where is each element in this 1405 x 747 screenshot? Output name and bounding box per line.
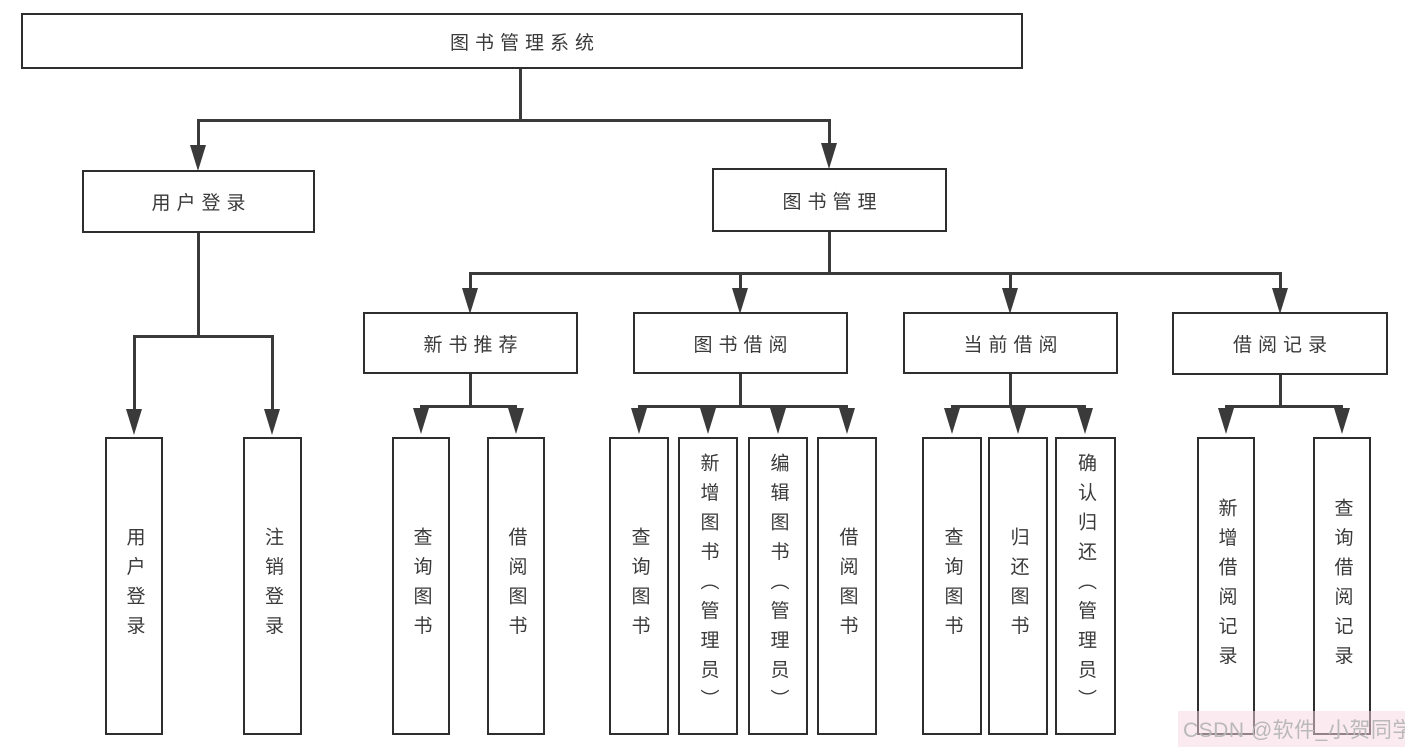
leaf-query-books-current-label: 查询图书 <box>941 527 963 645</box>
arrowhead-g4-3 <box>1077 408 1093 434</box>
arrowhead-g4-1 <box>944 408 960 434</box>
leaf-add-borrow-record: 新增借阅记录 <box>1197 437 1255 735</box>
leaf-logout-label: 注销登录 <box>262 527 283 645</box>
leaf-borrow-books: 借阅图书 <box>817 437 877 735</box>
connector-stem-g3 <box>739 374 742 405</box>
connector-g3-bar <box>638 405 848 408</box>
node-new-book-recommend: 新书推荐 <box>363 312 578 374</box>
node-user-login: 用户登录 <box>82 170 315 233</box>
node-borrowing-records-label: 借阅记录 <box>1232 335 1333 356</box>
connector-stem-user-login <box>197 121 200 146</box>
leaf-query-books-recommend-label: 查询图书 <box>410 527 432 645</box>
leaf-borrow-books-label: 借阅图书 <box>836 527 858 645</box>
arrowhead-book-mgmt <box>821 143 837 169</box>
arrowhead-leaf-login <box>126 409 142 435</box>
leaf-query-borrow-record: 查询借阅记录 <box>1313 437 1371 735</box>
node-current-borrowing-label: 当前借阅 <box>963 334 1064 356</box>
connector-stem-current-borrow <box>1009 274 1012 289</box>
connector-user-login-bar <box>133 335 274 338</box>
leaf-query-books-borrowing-label: 查询图书 <box>628 527 650 645</box>
leaf-return-books: 归还图书 <box>988 437 1048 735</box>
leaf-query-books-recommend: 查询图书 <box>392 437 450 735</box>
leaf-borrow-books-recommend: 借阅图书 <box>487 437 545 735</box>
leaf-user-login-label: 用户登录 <box>123 527 145 645</box>
leaf-add-books-admin: 新增图书（管理员） <box>678 437 738 735</box>
leaf-return-books-label: 归还图书 <box>1007 527 1029 645</box>
arrowhead-book-borrow <box>732 288 748 314</box>
connector-stem-book-borrow <box>739 274 742 289</box>
arrowhead-user-login <box>190 145 206 171</box>
node-current-borrowing: 当前借阅 <box>903 312 1118 374</box>
leaf-query-books-current: 查询图书 <box>922 437 982 735</box>
node-new-book-recommend-label: 新书推荐 <box>423 334 524 356</box>
connector-level3-bar <box>469 272 1282 275</box>
leaf-query-books-borrowing: 查询图书 <box>609 437 669 735</box>
arrowhead-borrow-records <box>1272 288 1288 314</box>
connector-root-stub <box>519 69 522 120</box>
watermark-text: CSDN @软件_小贺同学 <box>1183 719 1405 742</box>
arrowhead-g4-2 <box>1010 408 1026 434</box>
leaf-confirm-return-admin-label: 确认归还（管理员） <box>1075 453 1096 719</box>
connector-level2-bar <box>197 119 831 122</box>
node-user-login-label: 用户登录 <box>151 193 252 214</box>
leaf-add-borrow-record-label: 新增借阅记录 <box>1215 497 1237 675</box>
connector-stem-g2 <box>469 374 472 405</box>
arrowhead-g3-3 <box>770 408 786 434</box>
leaf-edit-books-admin: 编辑图书（管理员） <box>748 437 808 735</box>
leaf-confirm-return-admin: 确认归还（管理员） <box>1055 437 1116 735</box>
connector-stem-g4 <box>1009 374 1012 405</box>
connector-stem-new-book <box>469 274 472 289</box>
node-root-label: 图书管理系统 <box>449 32 600 54</box>
connector-stem-leaf-login <box>133 337 136 410</box>
leaf-query-borrow-record-label: 查询借阅记录 <box>1331 497 1353 675</box>
leaf-borrow-books-recommend-label: 借阅图书 <box>505 527 527 645</box>
connector-g5-bar <box>1225 405 1343 408</box>
connector-stem-book-mgmt-down <box>828 232 831 274</box>
leaf-edit-books-admin-label: 编辑图书（管理员） <box>767 453 789 719</box>
connector-stem-g5 <box>1279 374 1282 405</box>
arrowhead-g2-2 <box>508 408 524 434</box>
connector-stem-user-login-down <box>197 233 200 335</box>
arrowhead-g5-2 <box>1334 408 1350 434</box>
arrowhead-g3-2 <box>700 408 716 434</box>
arrowhead-new-book <box>462 288 478 314</box>
arrowhead-g3-4 <box>839 408 855 434</box>
node-root-system: 图书管理系统 <box>21 13 1023 69</box>
connector-g4-bar <box>951 405 1086 408</box>
watermark-halo <box>1178 711 1405 747</box>
arrowhead-g3-1 <box>631 408 647 434</box>
connector-stem-borrow-records <box>1279 274 1282 289</box>
leaf-add-books-admin-label: 新增图书（管理员） <box>697 453 719 719</box>
connector-stem-leaf-logout <box>271 337 274 410</box>
arrowhead-leaf-logout <box>264 409 280 435</box>
leaf-logout: 注销登录 <box>243 437 302 735</box>
node-book-management: 图书管理 <box>712 168 947 232</box>
arrowhead-g5-1 <box>1218 408 1234 434</box>
node-book-borrowing: 图书借阅 <box>633 312 848 374</box>
connector-g2-bar <box>420 405 517 408</box>
connector-stem-book-mgmt <box>828 121 831 144</box>
arrowhead-current-borrow <box>1002 288 1018 314</box>
node-book-management-label: 图书管理 <box>782 191 883 213</box>
arrowhead-g2-1 <box>413 408 429 434</box>
node-book-borrowing-label: 图书借阅 <box>693 334 794 356</box>
node-borrowing-records: 借阅记录 <box>1172 312 1388 375</box>
leaf-user-login: 用户登录 <box>105 437 163 735</box>
